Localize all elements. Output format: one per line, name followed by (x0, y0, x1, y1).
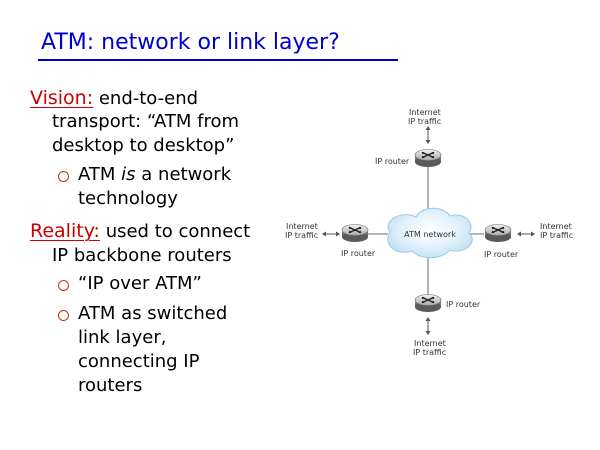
bottom-traffic-line2: IP traffic (413, 348, 446, 357)
title-underline (38, 59, 398, 61)
reality-label: Reality: (30, 220, 100, 242)
vision-bullet-emphasis: is (121, 164, 136, 185)
top-traffic-line2: IP traffic (408, 117, 441, 126)
vision-text-line2: transport: “ATM from (52, 111, 240, 132)
bottom-traffic-line1: Internet (414, 339, 446, 348)
vision-bullet-pre: ATM (78, 164, 122, 185)
atm-network-diagram: ATM network Internet IP traffic IP route… (278, 100, 578, 365)
hollow-circle-bullet-icon (58, 310, 69, 321)
hollow-circle-bullet-icon (58, 280, 69, 291)
vision-label: Vision: (30, 87, 94, 109)
vision-bullet-post: a network (135, 164, 232, 185)
double-arrow-icon (425, 125, 431, 145)
double-arrow-icon (516, 231, 536, 237)
top-traffic-line1: Internet (409, 108, 441, 117)
atm-network-diagram-svg: ATM network Internet IP traffic IP route… (285, 108, 573, 357)
reality-text-line2: IP backbone routers (52, 245, 232, 266)
hollow-circle-bullet-icon (58, 171, 69, 182)
vision-bullet-line2: technology (78, 188, 178, 209)
reality-bullet2-line2: link layer, (78, 327, 167, 348)
router-icon (414, 293, 442, 313)
router-icon (484, 223, 512, 243)
double-arrow-icon (321, 231, 341, 237)
reality-bullet2-line1: ATM as switched (78, 303, 228, 324)
right-traffic-line2: IP traffic (540, 231, 573, 240)
top-router-label: IP router (375, 157, 410, 166)
left-traffic-line1: Internet (286, 222, 318, 231)
slide-title: ATM: network or link layer? (41, 30, 340, 55)
left-traffic-line2: IP traffic (285, 231, 318, 240)
bottom-router-label: IP router (446, 300, 481, 309)
cloud-label: ATM network (404, 230, 456, 239)
reality-bullet1: “IP over ATM” (78, 273, 202, 294)
router-icon (341, 223, 369, 243)
right-traffic-line1: Internet (540, 222, 572, 231)
double-arrow-icon (425, 316, 431, 336)
reality-heading-line: Reality: used to connect (30, 219, 250, 244)
vision-bullet-line1: ATM is a network (78, 163, 231, 187)
reality-bullet2-line3: connecting IP (78, 351, 200, 372)
vision-text-line1: end-to-end (98, 88, 199, 109)
reality-text-line1: used to connect (105, 221, 251, 242)
vision-heading-line: Vision: end-to-end (30, 86, 198, 111)
router-icon (414, 148, 442, 168)
atm-cloud (387, 207, 473, 259)
vision-text-line3: desktop to desktop” (52, 135, 235, 156)
reality-bullet2-line4: routers (78, 375, 143, 396)
right-router-label: IP router (484, 250, 519, 259)
left-router-label: IP router (341, 249, 376, 258)
